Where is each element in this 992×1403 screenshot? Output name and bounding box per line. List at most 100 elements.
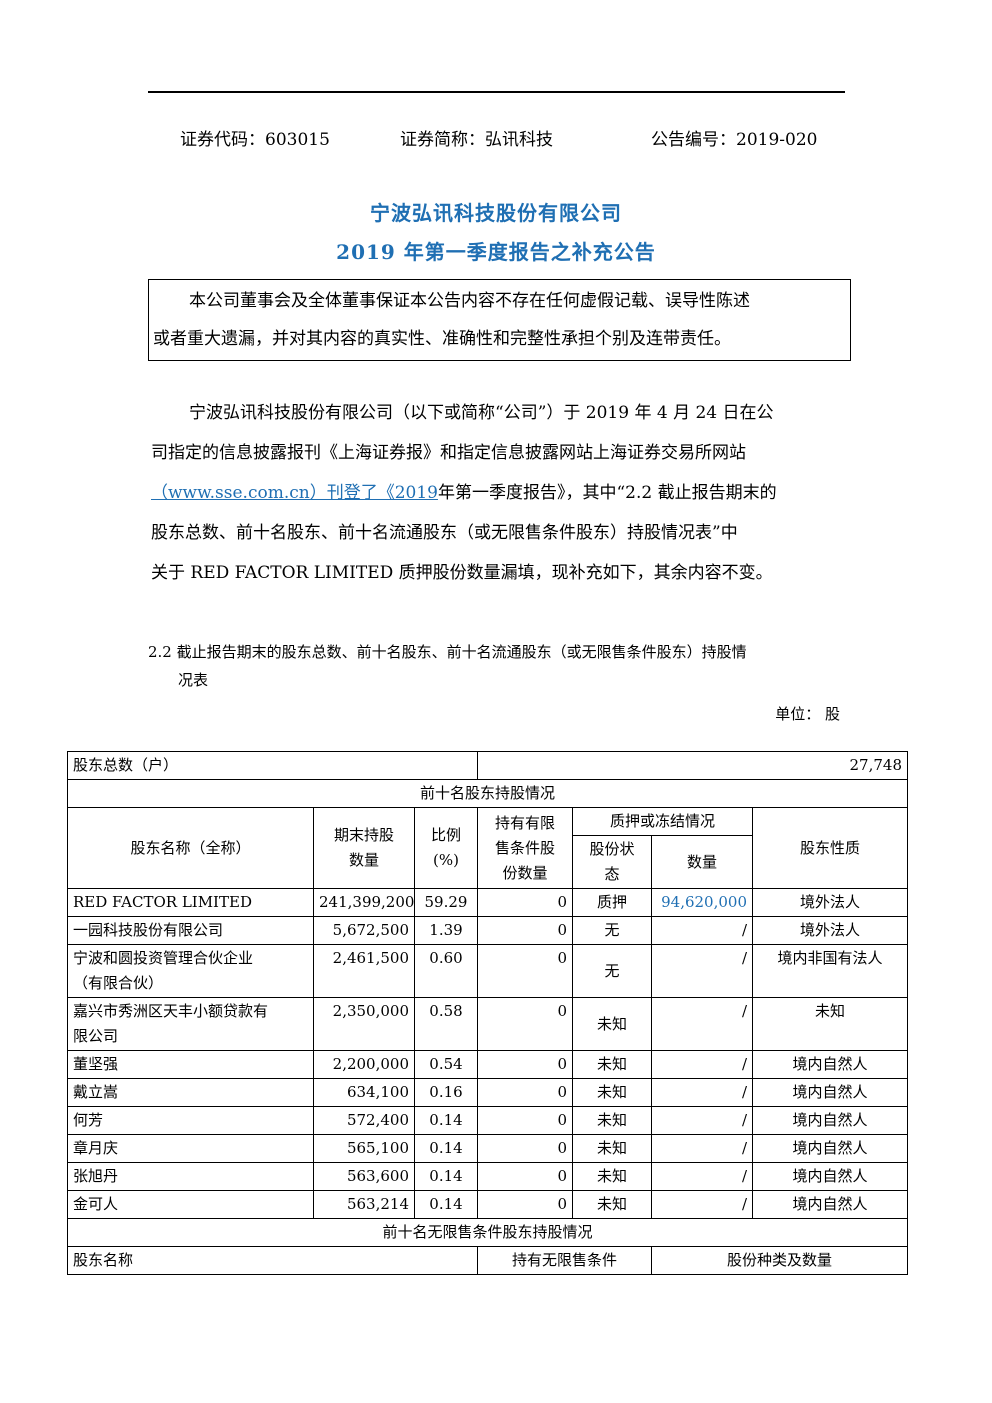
pledge-qty: /	[651, 1106, 753, 1135]
unit-label: 单位： 股	[775, 705, 840, 723]
table-row: 前十名无限售条件股东持股情况	[67, 1218, 908, 1247]
holder-nature: 境内自然人	[752, 1050, 908, 1079]
holder-ratio: 0.14	[414, 1190, 478, 1219]
pledge-qty: /	[651, 997, 753, 1051]
header-status-l1: 股份状	[589, 840, 635, 858]
holder-nature: 未知	[752, 997, 908, 1051]
pledge-status: 未知	[572, 997, 652, 1051]
pledge-status: 无	[572, 916, 652, 945]
holder-name: 一园科技股份有限公司	[67, 916, 314, 945]
pledge-status: 无	[572, 944, 652, 998]
holder-restricted: 0	[477, 997, 573, 1051]
holder-shares: 2,200,000	[313, 1050, 415, 1079]
holder-ratio: 0.54	[414, 1050, 478, 1079]
body-line-3: （www.sse.com.cn）刊登了《2019年第一季度报告》，其中“2.2 …	[151, 473, 841, 513]
security-short-name: 证券简称：弘讯科技	[400, 130, 553, 150]
holder-name: 戴立嵩	[67, 1078, 314, 1107]
announcement-number: 公告编号：2019-020	[651, 130, 818, 150]
pledge-status: 未知	[572, 1078, 652, 1107]
pledge-status: 质押	[572, 888, 652, 917]
holder-name: 何芳	[67, 1106, 314, 1135]
table-row: 戴立嵩 634,100 0.16 0 未知 / 境内自然人	[67, 1078, 908, 1107]
table-row: 前十名股东持股情况	[67, 779, 908, 808]
pledge-status: 未知	[572, 1162, 652, 1191]
top10-title: 前十名股东持股情况	[67, 779, 908, 808]
holder-restricted: 0	[477, 1106, 573, 1135]
table-row: 何芳 572,400 0.14 0 未知 / 境内自然人	[67, 1106, 908, 1135]
section-title-line-1: 2.2 截止报告期末的股东总数、前十名股东、前十名流通股东（或无限售条件股东）持…	[148, 643, 747, 661]
sse-link[interactable]: （www.sse.com.cn）刊登了《2019	[151, 483, 438, 503]
holder-ratio: 1.39	[414, 916, 478, 945]
holder-nature: 境内自然人	[752, 1162, 908, 1191]
security-code: 证券代码：603015	[180, 130, 330, 150]
unrestricted-header-type-qty: 股份种类及数量	[651, 1246, 908, 1275]
body-paragraph: 宁波弘讯科技股份有限公司（以下或简称“公司”）于 2019 年 4 月 24 日…	[151, 393, 841, 593]
header-pledge-qty: 数量	[651, 835, 753, 889]
header-restricted: 持有有限售条件股份数量	[477, 807, 573, 889]
unrestricted-header-name: 股东名称	[67, 1246, 478, 1275]
total-holders-label: 股东总数（户）	[67, 751, 478, 780]
holder-shares: 634,100	[313, 1078, 415, 1107]
holder-ratio: 0.58	[414, 997, 478, 1051]
company-title: 宁波弘讯科技股份有限公司	[370, 201, 622, 225]
report-title: 2019 年第一季度报告之补充公告	[336, 240, 656, 264]
body-line-1: 宁波弘讯科技股份有限公司（以下或简称“公司”）于 2019 年 4 月 24 日…	[189, 403, 774, 423]
shareholders-table: 股东总数（户） 27,748 前十名股东持股情况 股东名称（全称） 期末持股数量…	[67, 751, 908, 1275]
holder-name: 董坚强	[67, 1050, 314, 1079]
holder-nature: 境内自然人	[752, 1190, 908, 1219]
pledge-qty: /	[651, 1162, 753, 1191]
holder-nature: 境内非国有法人	[752, 944, 908, 998]
header-shares-l2: 数量	[348, 851, 379, 869]
holder-ratio: 59.29	[414, 888, 478, 917]
header-restricted-l1: 持有有限	[494, 813, 555, 832]
holder-restricted: 0	[477, 1162, 573, 1191]
holder-nature: 境外法人	[752, 888, 908, 917]
holder-restricted: 0	[477, 944, 573, 998]
holder-name: RED FACTOR LIMITED	[67, 888, 314, 917]
holder-name: 宁波和圆投资管理合伙企业（有限合伙）	[67, 944, 314, 998]
header-ratio-l1: 比例	[430, 826, 461, 844]
holder-nature: 境内自然人	[752, 1078, 908, 1107]
table-header-row: 股份状态 数量	[68, 835, 908, 889]
holder-shares: 2,350,000	[313, 997, 415, 1051]
pledge-status: 未知	[572, 1134, 652, 1163]
unrestricted-header-holding: 持有无限售条件	[477, 1246, 652, 1275]
holder-name-l2: 限公司	[73, 1027, 119, 1045]
holder-restricted: 0	[477, 1078, 573, 1107]
top-rule	[148, 91, 845, 93]
table-row: 一园科技股份有限公司 5,672,500 1.39 0 无 / 境外法人	[67, 916, 908, 945]
holder-name: 金可人	[67, 1190, 314, 1219]
body-line-3-rest: 年第一季度报告》，其中“2.2 截止报告期末的	[437, 483, 777, 503]
holder-shares: 2,461,500	[313, 944, 415, 998]
body-line-5: 关于 RED FACTOR LIMITED 质押股份数量漏填，现补充如下，其余内…	[151, 563, 773, 583]
board-notice-box: 本公司董事会及全体董事保证本公告内容不存在任何虚假记载、误导性陈述 或者重大遗漏…	[148, 279, 851, 361]
table-row: 金可人 563,214 0.14 0 未知 / 境内自然人	[67, 1190, 908, 1219]
holder-nature: 境内自然人	[752, 1106, 908, 1135]
holder-name: 张旭丹	[67, 1162, 314, 1191]
header-nature: 股东性质	[752, 807, 908, 889]
holder-nature: 境外法人	[752, 916, 908, 945]
pledge-qty: /	[651, 916, 753, 945]
header-pledge-group: 质押或冻结情况	[572, 807, 753, 836]
table-header-row: 股东名称（全称） 期末持股数量 比例(%) 持有有限售条件股份数量 质押或冻结情…	[67, 807, 908, 889]
holder-ratio: 0.14	[414, 1106, 478, 1135]
holder-ratio: 0.16	[414, 1078, 478, 1107]
section-title: 2.2 截止报告期末的股东总数、前十名股东、前十名流通股东（或无限售条件股东）持…	[148, 638, 848, 694]
pledge-qty: /	[651, 1050, 753, 1079]
pledge-qty: /	[651, 1190, 753, 1219]
header-status-l2: 态	[604, 865, 620, 883]
holder-restricted: 0	[477, 916, 573, 945]
holder-shares: 241,399,200	[313, 888, 415, 917]
section-title-line-2: 况表	[178, 671, 209, 689]
table-row: 章月庆 565,100 0.14 0 未知 / 境内自然人	[67, 1134, 908, 1163]
table-row: 董坚强 2,200,000 0.54 0 未知 / 境内自然人	[67, 1050, 908, 1079]
holder-name: 嘉兴市秀洲区天丰小额贷款有限公司	[67, 997, 314, 1051]
body-line-2: 司指定的信息披露报刊《上海证券报》和指定信息披露网站上海证券交易所网站	[151, 443, 746, 463]
holder-name-l2: （有限合伙）	[73, 974, 164, 992]
header-ratio: 比例(%)	[414, 807, 478, 889]
pledge-status: 未知	[572, 1106, 652, 1135]
header-holder-name: 股东名称（全称）	[67, 807, 314, 889]
notice-line-2: 或者重大遗漏，并对其内容的真实性、准确性和完整性承担个别及连带责任。	[153, 329, 731, 349]
holder-ratio: 0.60	[414, 944, 478, 998]
holder-ratio: 0.14	[414, 1134, 478, 1163]
